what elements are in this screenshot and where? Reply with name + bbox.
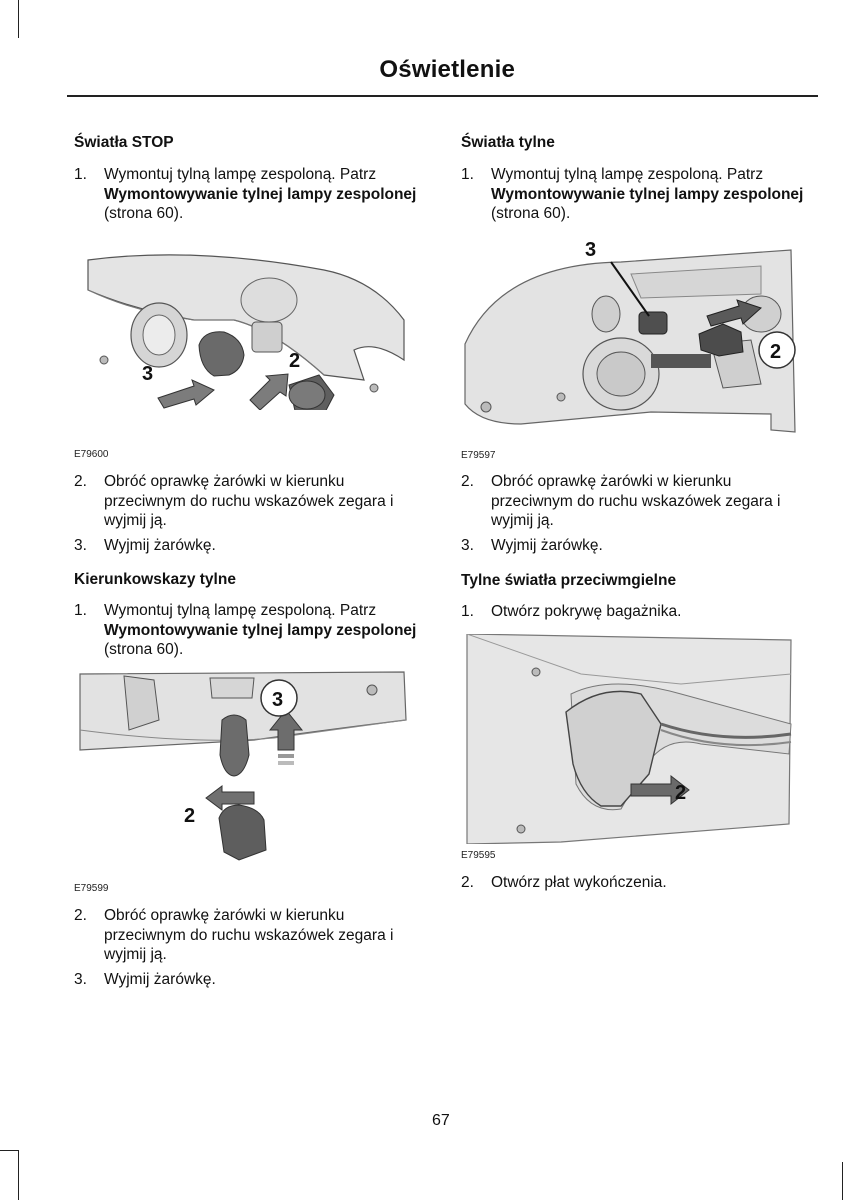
step-text-post: (strona 60).: [104, 205, 184, 222]
section-heading-tail-lights: Światła tylne: [461, 134, 555, 151]
stop-lights-step-3: 3. Wyjmij żarówkę.: [74, 536, 424, 556]
step-number: 3.: [74, 537, 87, 554]
svg-text:3: 3: [585, 239, 596, 261]
step-text: Wyjmij żarówkę.: [491, 537, 603, 554]
step-number: 2.: [74, 907, 87, 924]
step-text-pre: Wymontuj tylną lampę zespoloną. Patrz: [491, 166, 764, 183]
crop-mark-bottom-left-h: [0, 1150, 18, 1151]
figure-indicator-bulb: 3 2: [74, 670, 408, 870]
step-text: Otwórz płat wykończenia.: [491, 874, 667, 891]
step-text-pre: Wymontuj tylną lampę zespoloną. Patrz: [104, 602, 377, 619]
cross-reference-link[interactable]: Wymontowywanie tylnej lampy zespolonej: [104, 185, 417, 203]
step-text: Wyjmij żarówkę.: [104, 971, 216, 988]
step-text: Wymontuj tylną lampę zespoloną. Patrz Wy…: [104, 601, 424, 660]
tail-lights-step-1: 1. Wymontuj tylną lampę zespoloną. Patrz…: [461, 165, 811, 224]
figure-code: E79599: [74, 883, 109, 894]
tail-lights-step-3: 3. Wyjmij żarówkę.: [461, 536, 811, 556]
svg-text:2: 2: [770, 341, 781, 363]
crop-mark-top-left: [18, 0, 19, 38]
svg-text:2: 2: [675, 782, 686, 804]
step-text: Wyjmij żarówkę.: [104, 537, 216, 554]
figure-code: E79597: [461, 450, 496, 461]
step-text: Obróć oprawkę żarówki w kierunku przeciw…: [491, 473, 781, 529]
crop-mark-bottom-left: [18, 1150, 19, 1200]
step-text: Obróć oprawkę żarówki w kierunku przeciw…: [104, 907, 394, 963]
rear-indicators-step-2: 2. Obróć oprawkę żarówki w kierunku prze…: [74, 906, 424, 965]
tail-lights-step-2: 2. Obróć oprawkę żarówki w kierunku prze…: [461, 472, 811, 531]
step-text: Obróć oprawkę żarówki w kierunku przeciw…: [104, 473, 394, 529]
rear-fog-lights-step-2: 2. Otwórz płat wykończenia.: [461, 873, 811, 893]
section-heading-stop-lights: Światła STOP: [74, 134, 174, 151]
figure-tail-light-bulb: 3 2: [461, 234, 797, 434]
svg-text:3: 3: [142, 363, 153, 385]
page-number: 67: [432, 1112, 450, 1129]
step-number: 1.: [461, 166, 474, 183]
crop-mark-bottom-right: [842, 1162, 843, 1200]
section-heading-rear-indicators: Kierunkowskazy tylne: [74, 571, 236, 588]
step-number: 3.: [461, 537, 474, 554]
figure-fog-light-trim-panel: 2: [461, 634, 795, 844]
svg-text:2: 2: [289, 350, 300, 372]
figure-code: E79600: [74, 449, 109, 460]
step-number: 2.: [461, 473, 474, 490]
step-text-post: (strona 60).: [491, 205, 571, 222]
step-text: Wymontuj tylną lampę zespoloną. Patrz Wy…: [104, 165, 424, 224]
step-text: Otwórz pokrywę bagażnika.: [491, 603, 682, 620]
step-text-pre: Wymontuj tylną lampę zespoloną. Patrz: [104, 166, 377, 183]
step-number: 2.: [74, 473, 87, 490]
step-number: 3.: [74, 971, 87, 988]
svg-text:3: 3: [272, 689, 283, 711]
stop-lights-step-1: 1. Wymontuj tylną lampę zespoloną. Patrz…: [74, 165, 424, 224]
stop-lights-step-2: 2. Obróć oprawkę żarówki w kierunku prze…: [74, 472, 424, 531]
step-number: 1.: [74, 602, 87, 619]
step-text-post: (strona 60).: [104, 641, 184, 658]
step-text: Wymontuj tylną lampę zespoloną. Patrz Wy…: [491, 165, 811, 224]
page-title: Oświetlenie: [379, 56, 515, 83]
cross-reference-link[interactable]: Wymontowywanie tylnej lampy zespolonej: [104, 621, 417, 639]
figure-stop-light-bulb: 3 2: [74, 250, 408, 410]
figure-code: E79595: [461, 850, 496, 861]
rear-indicators-step-3: 3. Wyjmij żarówkę.: [74, 970, 424, 990]
title-rule: [67, 95, 818, 97]
step-number: 1.: [461, 603, 474, 620]
svg-text:2: 2: [184, 805, 195, 827]
step-number: 1.: [74, 166, 87, 183]
rear-indicators-step-1: 1. Wymontuj tylną lampę zespoloną. Patrz…: [74, 601, 424, 660]
step-number: 2.: [461, 874, 474, 891]
cross-reference-link[interactable]: Wymontowywanie tylnej lampy zespolonej: [491, 185, 804, 203]
section-heading-rear-fog-lights: Tylne światła przeciwmgielne: [461, 572, 677, 589]
rear-fog-lights-step-1: 1. Otwórz pokrywę bagażnika.: [461, 602, 811, 622]
